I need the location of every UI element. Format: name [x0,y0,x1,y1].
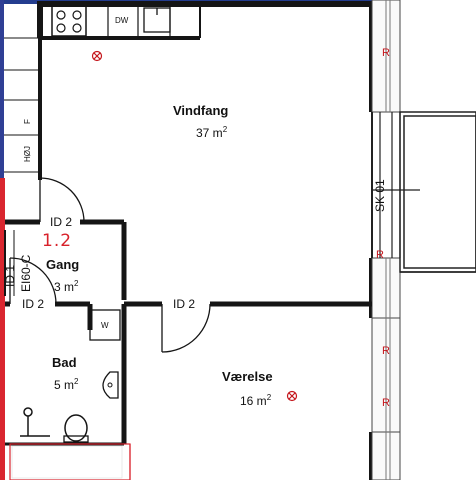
radiator-marker-4: R [382,397,390,409]
left-blue-border [0,0,4,178]
handwritten-note: 1.2 [42,231,73,251]
door-tag-vaerelse: ID 2 [173,297,196,311]
outer-walls [37,1,375,480]
room-name-vindfang: Vindfang [173,103,229,118]
room-area-gang: 3 m2 [54,279,79,294]
ceiling-light-markers [91,50,298,402]
door-tag-gang-top: ID 2 [50,215,73,229]
door-tag-entry: ID 1 [3,264,17,287]
room-name-gang: Gang [46,257,80,272]
kitchen-counter [40,4,201,40]
kitchen-cabinets-left [4,37,42,180]
room-area-vaerelse: 16 m2 [240,393,272,408]
door-rating-entry: EI60-C [19,254,33,292]
door-swings [9,177,211,353]
room-area-bad: 5 m2 [54,377,79,392]
bathroom-fixtures [5,309,124,446]
radiator-marker-1: R [382,47,390,59]
radiator-marker-3: R [382,345,390,357]
door-tag-balcony: SK 01 [373,179,387,212]
appliance-tall-cabinet: HØJ [23,146,32,162]
balcony-door[interactable] [371,112,420,258]
entry-door[interactable] [4,230,15,296]
balcony [399,111,476,273]
room-name-bad: Bad [52,355,77,370]
radiator-marker-2: R [376,249,384,261]
left-red-border [0,178,5,480]
room-name-vaerelse: Værelse [222,369,273,384]
bath-hatch [11,445,123,479]
bath-red-outline [9,443,131,480]
appliance-dishwasher: DW [115,16,129,25]
room-area-vindfang: 37 m2 [196,125,228,140]
door-tag-gang-left: ID 2 [22,297,45,311]
appliance-washer: W [101,321,109,330]
appliance-fridge: F [23,119,32,124]
interior-walls [5,219,372,444]
